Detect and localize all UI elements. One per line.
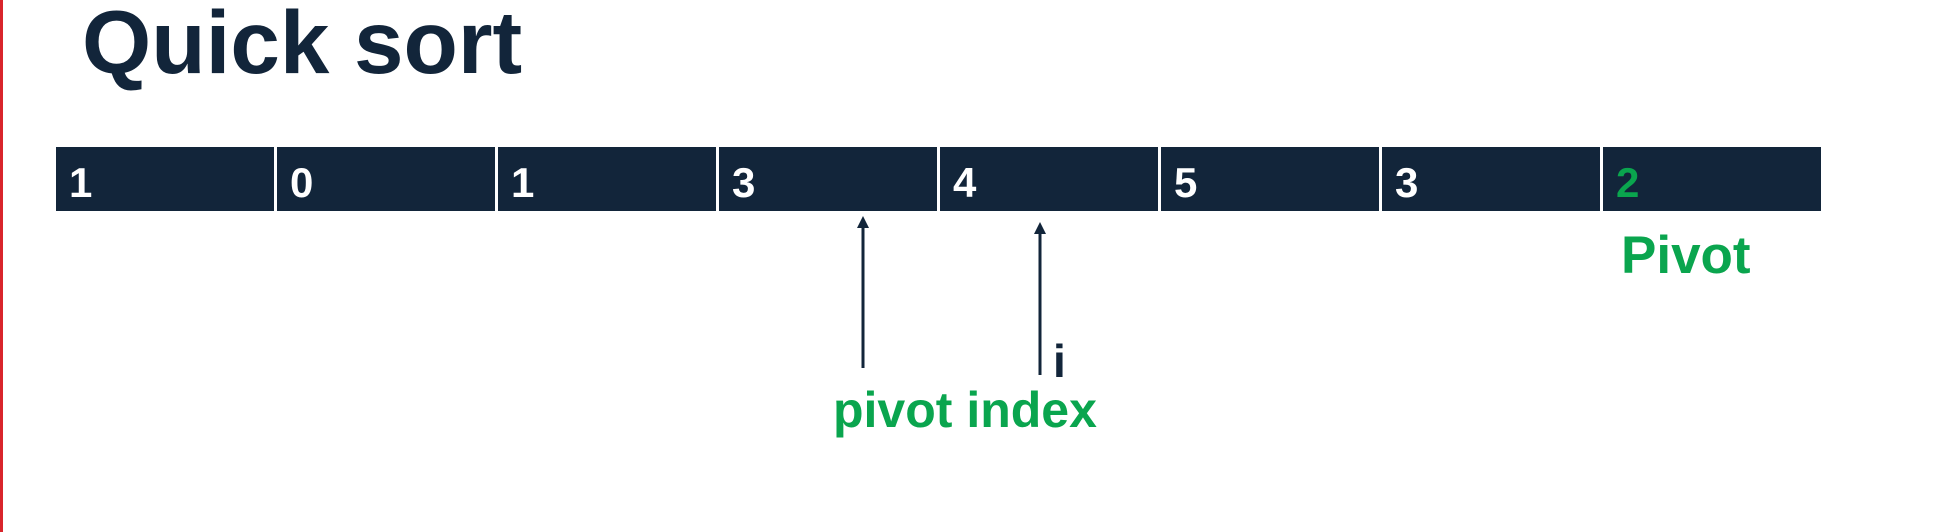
pivot-index-label: pivot index bbox=[833, 382, 1097, 438]
array-cell-value: 4 bbox=[953, 159, 977, 206]
array-cell: 4 bbox=[940, 147, 1158, 211]
pivot-index-arrow bbox=[857, 216, 869, 368]
pivot-label: Pivot bbox=[1621, 226, 1751, 285]
pivot-cell-value: 2 bbox=[1616, 159, 1640, 206]
array-cell-value: 1 bbox=[511, 159, 535, 206]
array-cell-pivot: 2 bbox=[1603, 147, 1821, 211]
array-cell: 1 bbox=[498, 147, 716, 211]
array-cell-value: 5 bbox=[1174, 159, 1198, 206]
i-arrow bbox=[1034, 222, 1046, 375]
array-cell: 3 bbox=[1382, 147, 1600, 211]
slide-title: Quick sort bbox=[82, 0, 523, 92]
array-cell-value: 1 bbox=[69, 159, 93, 206]
i-label: i bbox=[1053, 335, 1066, 387]
array-cell-value: 3 bbox=[1395, 159, 1419, 206]
array-cell-value: 3 bbox=[732, 159, 756, 206]
array-cell: 1 bbox=[56, 147, 274, 211]
array-cell: 0 bbox=[277, 147, 495, 211]
left-edge-bar bbox=[0, 0, 3, 532]
array-cell-value: 0 bbox=[290, 159, 314, 206]
array: 1 0 1 3 4 5 3 2 bbox=[56, 147, 1821, 211]
array-cell: 5 bbox=[1161, 147, 1379, 211]
array-cell: 3 bbox=[719, 147, 937, 211]
